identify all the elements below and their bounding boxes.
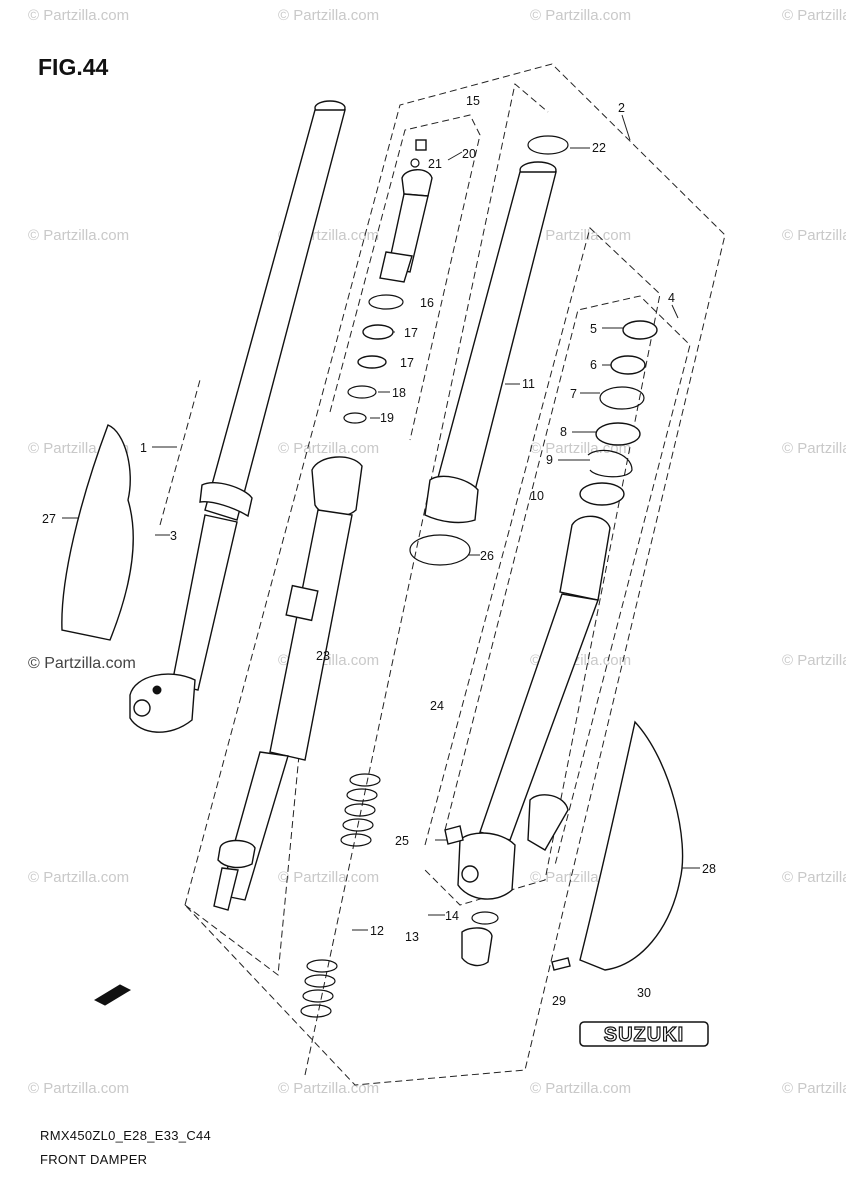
callout-11: 11 xyxy=(522,377,535,391)
callout-29: 29 xyxy=(552,994,566,1008)
watermark: © Partzilla.com xyxy=(782,1080,846,1097)
callout-7: 7 xyxy=(570,387,577,401)
outline-3 xyxy=(184,639,311,976)
assembly-outline-15-edge xyxy=(304,83,549,1076)
callout-6: 6 xyxy=(590,358,597,372)
callout-10: 10 xyxy=(530,489,544,503)
callout-25: 25 xyxy=(395,834,409,848)
callout-19: 19 xyxy=(380,411,394,425)
callout-12: 12 xyxy=(370,924,384,938)
watermark: © Partzilla.com xyxy=(782,869,846,886)
outer-tube-right xyxy=(409,135,569,566)
callout-3: 3 xyxy=(170,529,177,543)
assembly-outline-2 xyxy=(184,63,726,1086)
callout-5: 5 xyxy=(590,322,597,336)
suzuki-decal-text: SUZUKI xyxy=(604,1024,684,1046)
callout-15: 15 xyxy=(466,94,480,108)
callout-17a: 17 xyxy=(404,326,418,340)
callout-21: 21 xyxy=(428,157,442,171)
cap-bolt-13 xyxy=(461,927,493,967)
inner-tube-left xyxy=(213,456,363,911)
o-ring-14 xyxy=(471,911,499,925)
callout-17b: 17 xyxy=(400,356,414,370)
watermark: © Partzilla.com xyxy=(782,7,846,24)
watermark: © Partzilla.com xyxy=(278,869,379,886)
inner-tube-right xyxy=(457,320,658,900)
sub-assembly-outline-4 xyxy=(424,227,661,906)
model-code: RMX450ZL0_E28_E33_C44 xyxy=(40,1128,212,1143)
callout-8: 8 xyxy=(560,425,567,439)
callout-16: 16 xyxy=(420,296,434,310)
outer-tube-left xyxy=(129,100,346,733)
callout-4: 4 xyxy=(668,291,675,305)
callout-26: 26 xyxy=(480,549,494,563)
callout-28: 28 xyxy=(702,862,716,876)
watermark-prominent: © Partzilla.com xyxy=(28,655,136,672)
sub-assembly-outline-15 xyxy=(329,114,481,441)
watermark: © Partzilla.com xyxy=(28,7,129,24)
fork-guard-28 xyxy=(579,720,684,971)
cartridge-top xyxy=(343,139,433,424)
watermark: © Partzilla.com xyxy=(278,1080,379,1097)
fwd-arrow-icon xyxy=(93,984,132,1006)
bolt-25 xyxy=(444,825,464,845)
springs xyxy=(300,773,381,1018)
outline-1 xyxy=(159,379,201,526)
callout-23: 23 xyxy=(316,649,330,663)
callout-9: 9 xyxy=(546,453,553,467)
group-outlines xyxy=(159,63,726,1086)
suzuki-decal: SUZUKI xyxy=(579,1021,709,1047)
callout-30: 30 xyxy=(637,986,651,1000)
callout-14: 14 xyxy=(445,909,459,923)
watermark: © Partzilla.com xyxy=(530,227,631,244)
callout-labels: 1 2 3 4 5 6 7 8 9 10 11 12 13 14 15 16 1… xyxy=(42,94,716,1008)
callout-1: 1 xyxy=(140,441,147,455)
callout-24: 24 xyxy=(430,699,444,713)
part-drawings xyxy=(61,100,684,1018)
section-name: FRONT DAMPER xyxy=(40,1152,148,1167)
callout-2: 2 xyxy=(618,101,625,115)
watermark: © Partzilla.com xyxy=(278,440,379,457)
callout-20: 20 xyxy=(462,147,476,161)
figure-title: FIG.44 xyxy=(38,54,109,80)
watermark: © Partzilla.com xyxy=(28,869,129,886)
callout-13: 13 xyxy=(405,930,419,944)
sub-assembly-outline-10 xyxy=(444,295,691,866)
watermark: © Partzilla.com xyxy=(782,440,846,457)
callout-27: 27 xyxy=(42,512,56,526)
watermark: © Partzilla.com xyxy=(782,227,846,244)
watermark: © Partzilla.com xyxy=(530,7,631,24)
watermark: © Partzilla.com xyxy=(782,652,846,669)
watermark: © Partzilla.com xyxy=(278,7,379,24)
fork-guard-27 xyxy=(61,424,134,641)
watermark: © Partzilla.com xyxy=(28,227,129,244)
watermark: © Partzilla.com xyxy=(530,440,631,457)
watermark: © Partzilla.com xyxy=(28,1080,129,1097)
bolt-29 xyxy=(551,957,571,971)
callout-22: 22 xyxy=(592,141,606,155)
callout-18: 18 xyxy=(392,386,406,400)
watermark: © Partzilla.com xyxy=(530,1080,631,1097)
